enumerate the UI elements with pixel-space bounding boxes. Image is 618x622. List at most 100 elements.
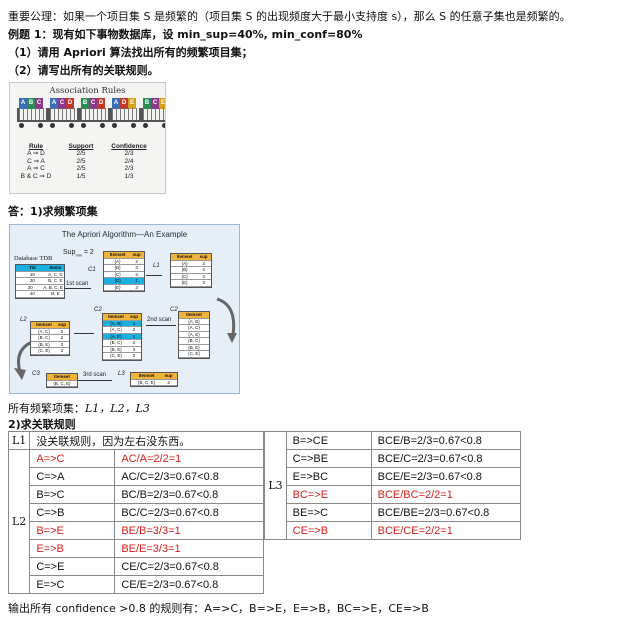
- rule-cell: A ⇒ D: [27, 150, 45, 157]
- c2-label-right: C2: [170, 307, 178, 313]
- c2a-itemset-table: Itemset{A, B}{A, C}{A, E}{B, C}{B, E}{C,…: [178, 311, 210, 359]
- confidence-calc-cell: BCE/E=2/3=0.67<0.8: [370, 467, 521, 486]
- l3-label-cell: L3: [264, 431, 287, 540]
- basket: [141, 108, 165, 122]
- rule-cell: C=>BE: [285, 449, 372, 468]
- table-row: {B, C, E}: [47, 380, 77, 387]
- table-row: {A}2: [104, 259, 144, 265]
- table-cell: B, E: [51, 291, 60, 296]
- confidence-calc-cell: BCE/CE=2/2=1: [370, 521, 521, 540]
- item-bag: C: [35, 98, 43, 109]
- confidence-cell: 1/3: [124, 172, 134, 180]
- axiom-text: 重要公理：如果一个项目集 S 是频繁的（项目集 S 的出现频度大于最小支持度 s…: [8, 10, 571, 23]
- confidence-calc-cell: BC/C=2/3=0.67<0.8: [114, 503, 265, 522]
- confidence-cell: 2/3: [124, 150, 134, 157]
- item-bag: D: [120, 98, 128, 109]
- table-cell: 3: [135, 271, 138, 277]
- table-cell: 3: [132, 346, 136, 352]
- table-cell: {B, C, E}: [53, 380, 71, 386]
- table-cell: 2: [60, 328, 64, 334]
- c3-label: C3: [32, 371, 40, 377]
- table-cell: 2: [132, 340, 136, 345]
- confidence-calc-cell: BCE/BC=2/2=1: [370, 485, 521, 504]
- table-cell: {B, C, E}: [138, 379, 156, 385]
- wheel: [112, 123, 117, 128]
- wheel: [100, 123, 105, 128]
- table-cell: Tid: [29, 265, 36, 270]
- table-cell: Itemset: [186, 312, 202, 317]
- wheel: [38, 123, 43, 128]
- confidence-calc-cell: BCE/B=2/3=0.67<0.8: [370, 431, 521, 450]
- table-row: {E}3: [171, 280, 211, 287]
- rule-cell: C ⇒ A: [27, 157, 45, 165]
- table-cell: {B, C}: [188, 338, 200, 343]
- table-cell: A, B, C, E: [43, 284, 63, 290]
- table-cell: 2: [202, 260, 205, 266]
- table-cell: 3: [202, 273, 205, 279]
- arrow: [146, 325, 176, 326]
- rule-cell: C=>A: [29, 467, 116, 486]
- item-bag: A: [112, 98, 120, 109]
- table-cell: sup: [132, 252, 141, 257]
- table-cell: A, C, D: [48, 271, 63, 277]
- supmin-label: Supmin = 2: [63, 249, 94, 258]
- support-cell: 2/5: [76, 150, 86, 157]
- table-cell: sup: [199, 254, 208, 259]
- item-bag: E: [128, 98, 136, 109]
- apriori-figure: The Apriori Algorithm—An Example Supmin …: [9, 224, 240, 394]
- table-row: {A, C}2: [103, 327, 141, 334]
- table-cell: {C, E}: [110, 353, 122, 358]
- item-bag: C: [89, 98, 97, 109]
- scan-3-label: 3rd scan: [83, 372, 107, 378]
- table-row: {B, E}3: [103, 346, 141, 353]
- table-cell: 20: [29, 278, 35, 283]
- wheel: [19, 123, 24, 128]
- table-cell: Items: [49, 265, 62, 270]
- table-cell: {A}: [181, 260, 188, 266]
- item-bag: A: [50, 98, 58, 109]
- wheel: [143, 123, 148, 128]
- arrow: [74, 333, 94, 334]
- rule-cell: E=>BC: [285, 467, 372, 486]
- table-row: {C, E}: [179, 351, 209, 358]
- table-row: {B, E}: [179, 344, 209, 351]
- table-cell: {D}: [114, 278, 121, 283]
- item-bag: B: [143, 98, 151, 109]
- arrow: [65, 288, 91, 289]
- table-row: {B, E}3: [31, 342, 69, 348]
- table-cell: {B, E}: [188, 344, 200, 350]
- confidence-calc-cell: BE/E=3/3=1: [114, 539, 265, 558]
- table-row: {B}3: [104, 265, 144, 272]
- table-cell: 40: [29, 291, 35, 296]
- item-bag: D: [97, 98, 105, 109]
- table-row: 40 B, E: [16, 291, 64, 298]
- table-cell: {B}: [114, 265, 121, 270]
- curved-arrow-icon: [216, 297, 237, 343]
- table-cell: 3: [202, 280, 205, 285]
- rule-cell: B=>C: [29, 485, 116, 504]
- table-cell: 1: [132, 333, 136, 339]
- table-row: {E}3: [104, 285, 144, 291]
- table-row: {B, C}2: [31, 335, 69, 342]
- scan-1-label: 1st scan: [66, 281, 89, 287]
- wheel: [81, 123, 86, 128]
- table-row: {B, C}2: [103, 340, 141, 347]
- table-cell: {A, C}: [188, 325, 200, 330]
- question-1: （1）请用 Apriori 算法找出所有的频繁项目集；: [8, 46, 253, 59]
